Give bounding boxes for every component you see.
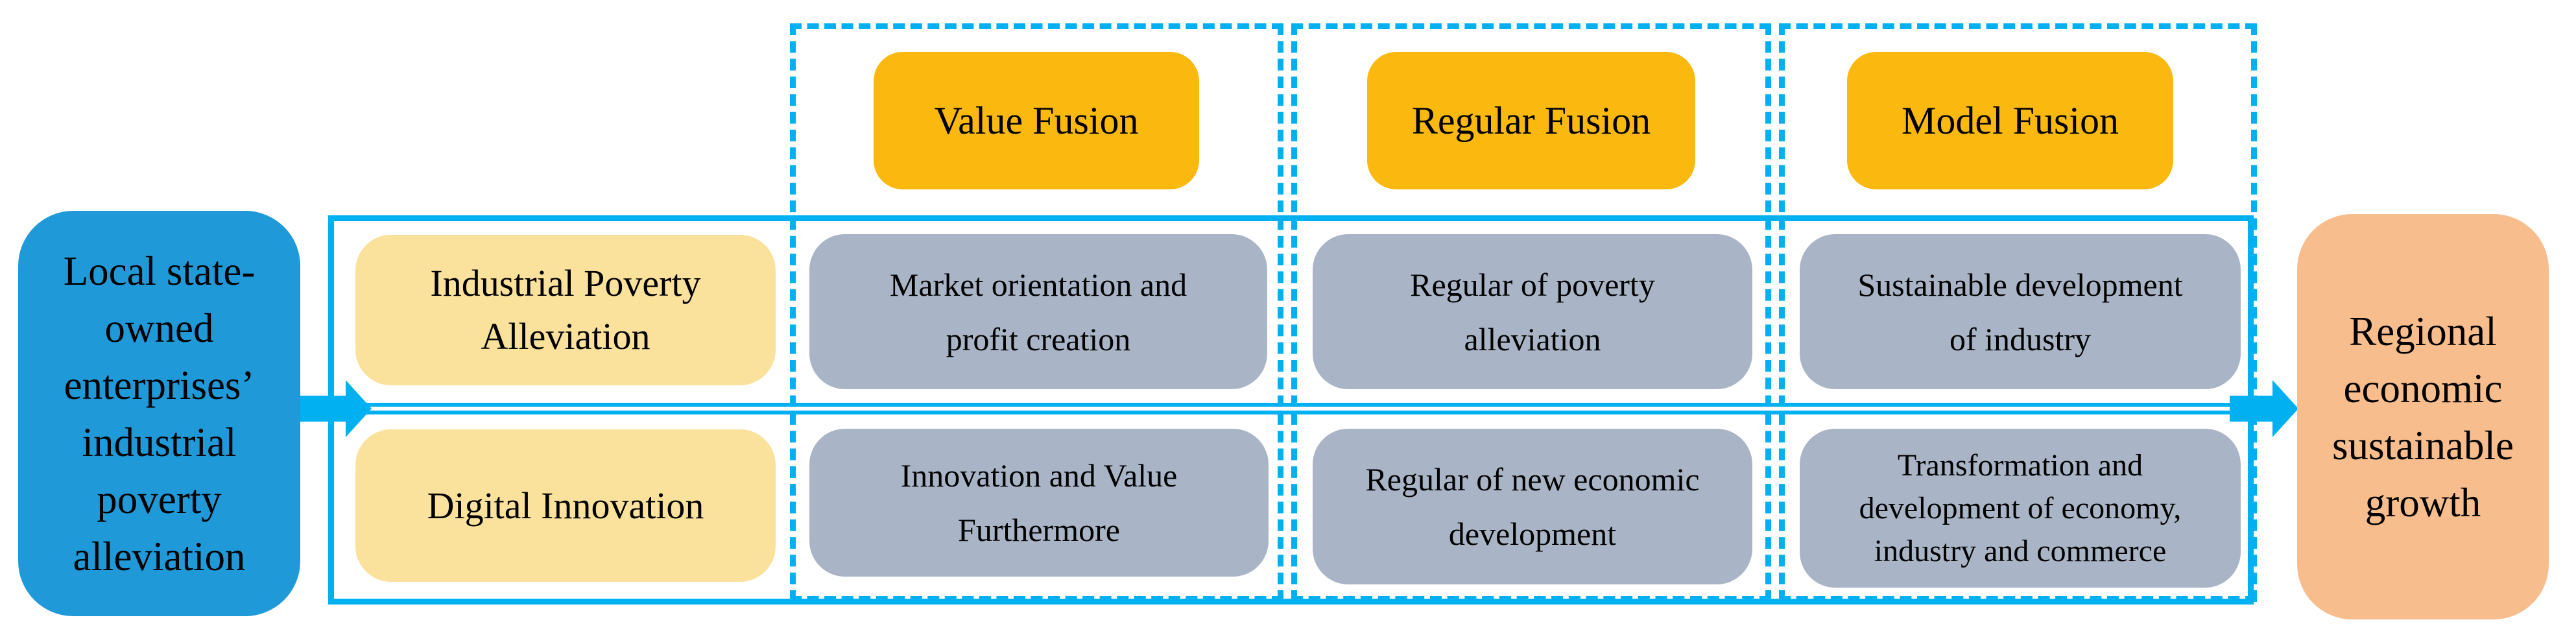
cell-label: Transformation and development of econom…: [1859, 448, 2182, 568]
left-node-source: Local state- owned enterprises’ industri…: [18, 211, 300, 616]
input-row-label: Digital Innovation: [427, 484, 704, 527]
cell-label: Sustainable development of industry: [1857, 266, 2183, 357]
right-node-label: Regional economic sustainable growth: [2332, 308, 2514, 525]
cell-value-fusion-row1: Market orientation and profit creation: [809, 234, 1267, 389]
cell-label: Regular of new economic development: [1365, 461, 1700, 552]
cell-model-fusion-row2: Transformation and development of econom…: [1800, 429, 2241, 588]
cell-value-fusion-row2: Innovation and Value Furthermore: [809, 429, 1269, 577]
header-regular-fusion-label: Regular Fusion: [1411, 99, 1651, 142]
model-fusion-dashed-frame: [1779, 23, 2257, 602]
cell-label: Market orientation and profit creation: [889, 266, 1187, 357]
left-node-label: Local state- owned enterprises’ industri…: [63, 248, 256, 579]
header-model-fusion: Model Fusion: [1847, 52, 2173, 189]
regular-fusion-dashed-frame: [1291, 23, 1771, 602]
right-node-outcome: Regional economic sustainable growth: [2297, 214, 2549, 619]
flow-arrow-right-head-icon: [2272, 380, 2298, 437]
flow-arrow-left-head-icon: [346, 380, 372, 437]
cell-label: Innovation and Value Furthermore: [900, 457, 1178, 548]
header-regular-fusion: Regular Fusion: [1367, 52, 1695, 189]
cell-model-fusion-row1: Sustainable development of industry: [1800, 234, 2241, 389]
flow-arrow-left-shaft: [300, 396, 346, 422]
input-row-digital-innovation: Digital Innovation: [355, 429, 776, 582]
flow-arrow-right-shaft: [2230, 396, 2272, 422]
input-row-industrial-poverty-alleviation: Industrial Poverty Alleviation: [355, 235, 776, 385]
flow-arrow-shaft-line: [366, 403, 2231, 414]
input-row-label: Industrial Poverty Alleviation: [430, 262, 701, 357]
cell-regular-fusion-row2: Regular of new economic development: [1313, 429, 1752, 584]
cell-label: Regular of poverty alleviation: [1410, 266, 1655, 357]
value-fusion-dashed-frame: [790, 23, 1283, 602]
header-model-fusion-label: Model Fusion: [1901, 99, 2119, 142]
cell-regular-fusion-row1: Regular of poverty alleviation: [1313, 234, 1752, 389]
header-value-fusion: Value Fusion: [874, 52, 1199, 189]
header-value-fusion-label: Value Fusion: [934, 99, 1139, 142]
